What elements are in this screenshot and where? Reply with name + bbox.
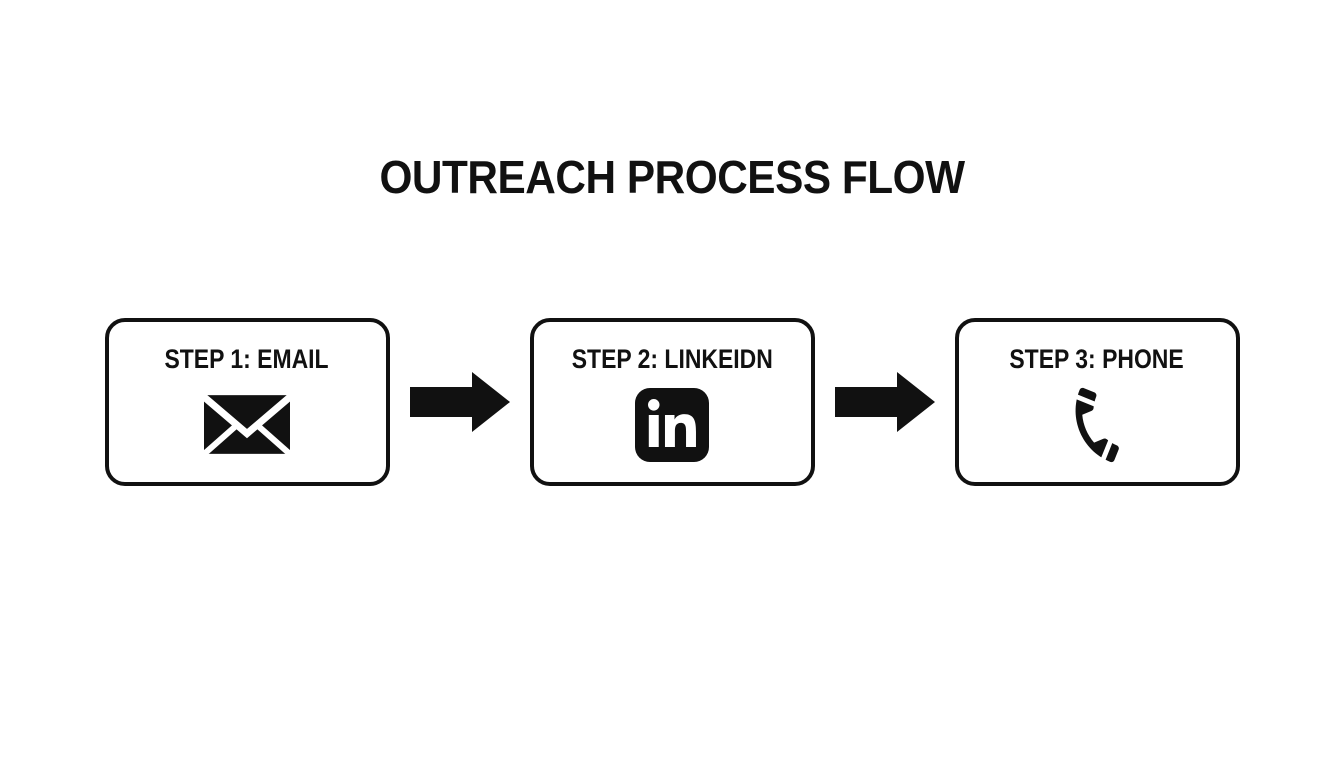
phone-icon bbox=[1071, 387, 1119, 464]
process-flow-row: STEP 1: EMAIL STEP 2: LINKEIDN bbox=[0, 318, 1344, 486]
connector-1 bbox=[390, 371, 530, 433]
step-box-email: STEP 1: EMAIL bbox=[104, 318, 390, 486]
step-box-phone: STEP 3: PHONE bbox=[954, 318, 1240, 486]
step-label: STEP 3: PHONE bbox=[1009, 344, 1185, 374]
step-label: STEP 1: EMAIL bbox=[164, 344, 330, 374]
diagram-title: OUTREACH PROCESS FLOW bbox=[379, 151, 965, 203]
step-box-linkedin: STEP 2: LINKEIDN bbox=[529, 318, 815, 486]
email-icon bbox=[199, 392, 295, 459]
step-icon-area bbox=[109, 375, 386, 482]
step-icon-area bbox=[959, 375, 1236, 482]
step-label: STEP 2: LINKEIDN bbox=[571, 344, 773, 374]
arrow-right-icon bbox=[834, 372, 935, 432]
connector-2 bbox=[815, 371, 955, 433]
title-container: OUTREACH PROCESS FLOW bbox=[0, 150, 1344, 204]
arrow-right-icon bbox=[409, 372, 510, 432]
step-icon-area bbox=[534, 375, 811, 482]
linkedin-icon bbox=[635, 387, 709, 462]
